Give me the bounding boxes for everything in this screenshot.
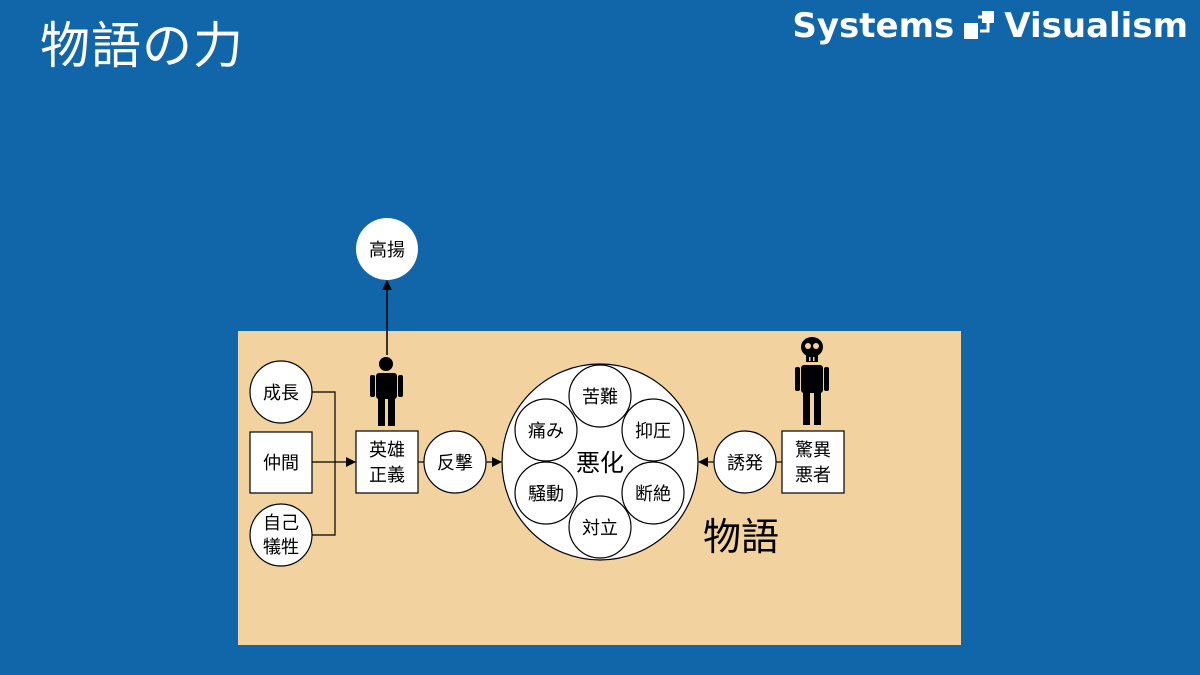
- severance-label: 断絶: [635, 484, 671, 505]
- companions-label: 仲間: [263, 453, 299, 474]
- growth-label: 成長: [263, 383, 299, 404]
- deterioration-label: 悪化: [576, 449, 624, 477]
- conflict-node: [568, 495, 632, 559]
- uplift-node: [356, 218, 418, 280]
- brand: Systems Visualism: [792, 6, 1188, 46]
- severance-node: [621, 461, 685, 525]
- conflict-label: 対立: [582, 518, 618, 539]
- person-icon: [370, 357, 403, 426]
- hardship-node: [568, 364, 632, 428]
- hardship-label: 苦難: [582, 387, 618, 408]
- villain-label-2: 悪者: [795, 465, 831, 486]
- brand-right: Visualism: [1004, 6, 1188, 46]
- villain-label-1: 驚異: [795, 440, 831, 461]
- villain-box: [781, 430, 845, 494]
- systems-visualism-logo-icon: [964, 11, 995, 39]
- page-title: 物語の力: [40, 17, 244, 75]
- self-sacrifice-label-2: 犠牲: [263, 537, 299, 558]
- self-sacrifice-label-1: 自己: [263, 513, 299, 534]
- counterattack-label: 反撃: [437, 453, 473, 474]
- connector-growth: [312, 391, 336, 536]
- companions-box: [249, 431, 313, 494]
- oppression-node: [621, 398, 685, 462]
- oppression-label: 抑圧: [635, 421, 671, 442]
- story-label: 物語: [703, 515, 779, 559]
- uplift-label: 高揚: [369, 240, 405, 261]
- hero-box: [355, 430, 419, 494]
- hero-label-2: 正義: [369, 465, 405, 486]
- pain-label: 痛み: [528, 421, 564, 442]
- pain-node: [514, 398, 578, 462]
- brand-left: Systems: [792, 6, 955, 46]
- provocation-label: 誘発: [727, 453, 763, 474]
- skull-figure-icon: [795, 337, 829, 425]
- turmoil-label: 騒動: [528, 484, 564, 505]
- hero-label-1: 英雄: [369, 440, 405, 461]
- turmoil-node: [514, 461, 578, 525]
